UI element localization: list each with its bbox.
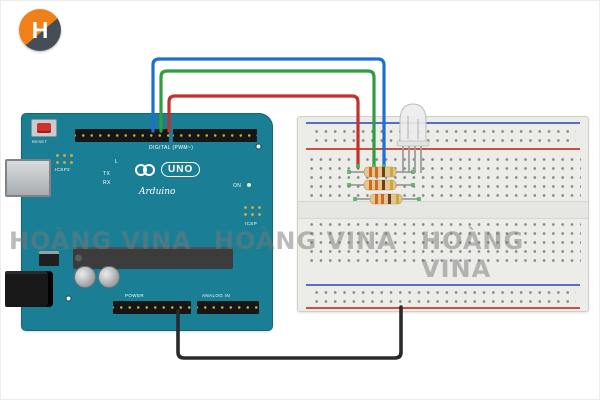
main-grid-top [307,155,581,200]
icsp2-label: ICSP2 [55,167,71,172]
band [369,180,372,190]
band [382,167,385,177]
digital-header-left [75,129,169,142]
digital-pwm-label: DIGITAL (PWM~) [149,145,194,151]
power-jack [5,271,53,307]
icsp-label: ICSP [245,221,258,226]
watermark: HOÀNG VINA [421,227,525,283]
power-header [113,301,191,314]
bottom-rail-red-line [306,307,580,309]
watermark: HOÀNG VINA [9,227,192,255]
top-rail-red-line [306,148,580,150]
band [396,194,399,204]
atmega-chip [73,247,233,269]
mounting-hole [65,295,72,302]
mounting-hole [255,143,262,150]
arduino-infinity-logo: UNO [135,162,201,177]
wire-blue [151,57,386,169]
brand-logo-letter: H [31,16,49,43]
reset-button [37,123,51,133]
brand-logo: H [19,9,61,51]
watermark: HOÀNG VINA [214,227,397,255]
power-label: POWER [125,293,145,298]
top-rail-holes [312,127,576,145]
analog-in-label: ANALOG IN [202,293,231,298]
rgb-led [396,103,430,173]
icsp-header [242,204,262,218]
arduino-uno-board: RESET DIGITAL (PWM~) ICSP2 L TX RX UNO A… [5,113,273,331]
band [375,167,378,177]
band [390,180,393,190]
on-led [247,183,251,187]
wire-red [167,94,360,169]
resistor-1 [349,166,413,178]
bottom-rail-blue-line [306,284,580,286]
led-l-label: L [115,159,119,165]
resistor-3 [355,193,419,205]
band [381,194,384,204]
uno-label: UNO [161,162,201,177]
top-rail-blue-line [306,122,580,124]
analog-header [197,301,259,314]
usb-port [5,159,51,197]
reset-label: RESET [32,139,48,144]
rx-label: RX [103,180,111,186]
arduino-brand-label: Arduino [139,187,176,197]
center-channel [298,201,588,219]
band [390,167,393,177]
band [369,167,372,177]
breadboard [297,116,589,312]
digital-header-right [173,129,257,142]
capacitor-1 [74,266,96,288]
voltage-regulator [39,251,59,266]
infinity-ring-right-icon [143,163,155,176]
icsp2-header [54,152,74,166]
capacitor-2 [98,266,120,288]
resistor-2 [349,179,413,191]
on-label: ON [233,183,242,189]
band [388,194,391,204]
main-grid-bottom [307,220,581,265]
band [382,180,385,190]
wire-green [159,69,376,169]
band [375,180,378,190]
wire-black [176,305,403,360]
bottom-rail-holes [312,288,576,306]
tx-label: TX [103,171,111,177]
band [375,194,378,204]
